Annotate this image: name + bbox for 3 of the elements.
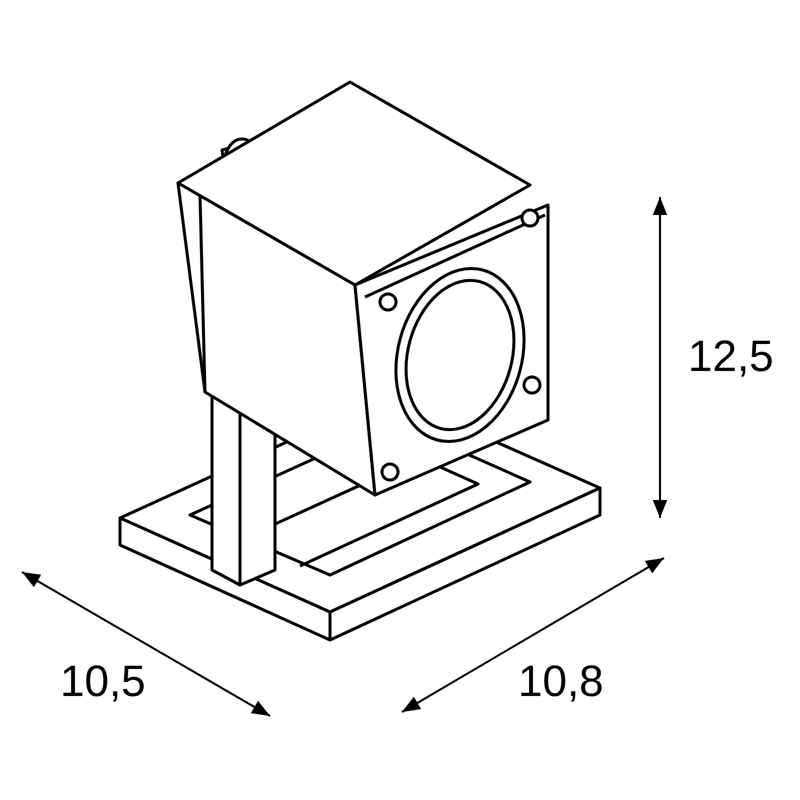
dimension-label: 12,5 — [688, 335, 774, 379]
dimension-label: 10,5 — [60, 660, 146, 704]
dimension-label: 10,8 — [518, 660, 604, 704]
